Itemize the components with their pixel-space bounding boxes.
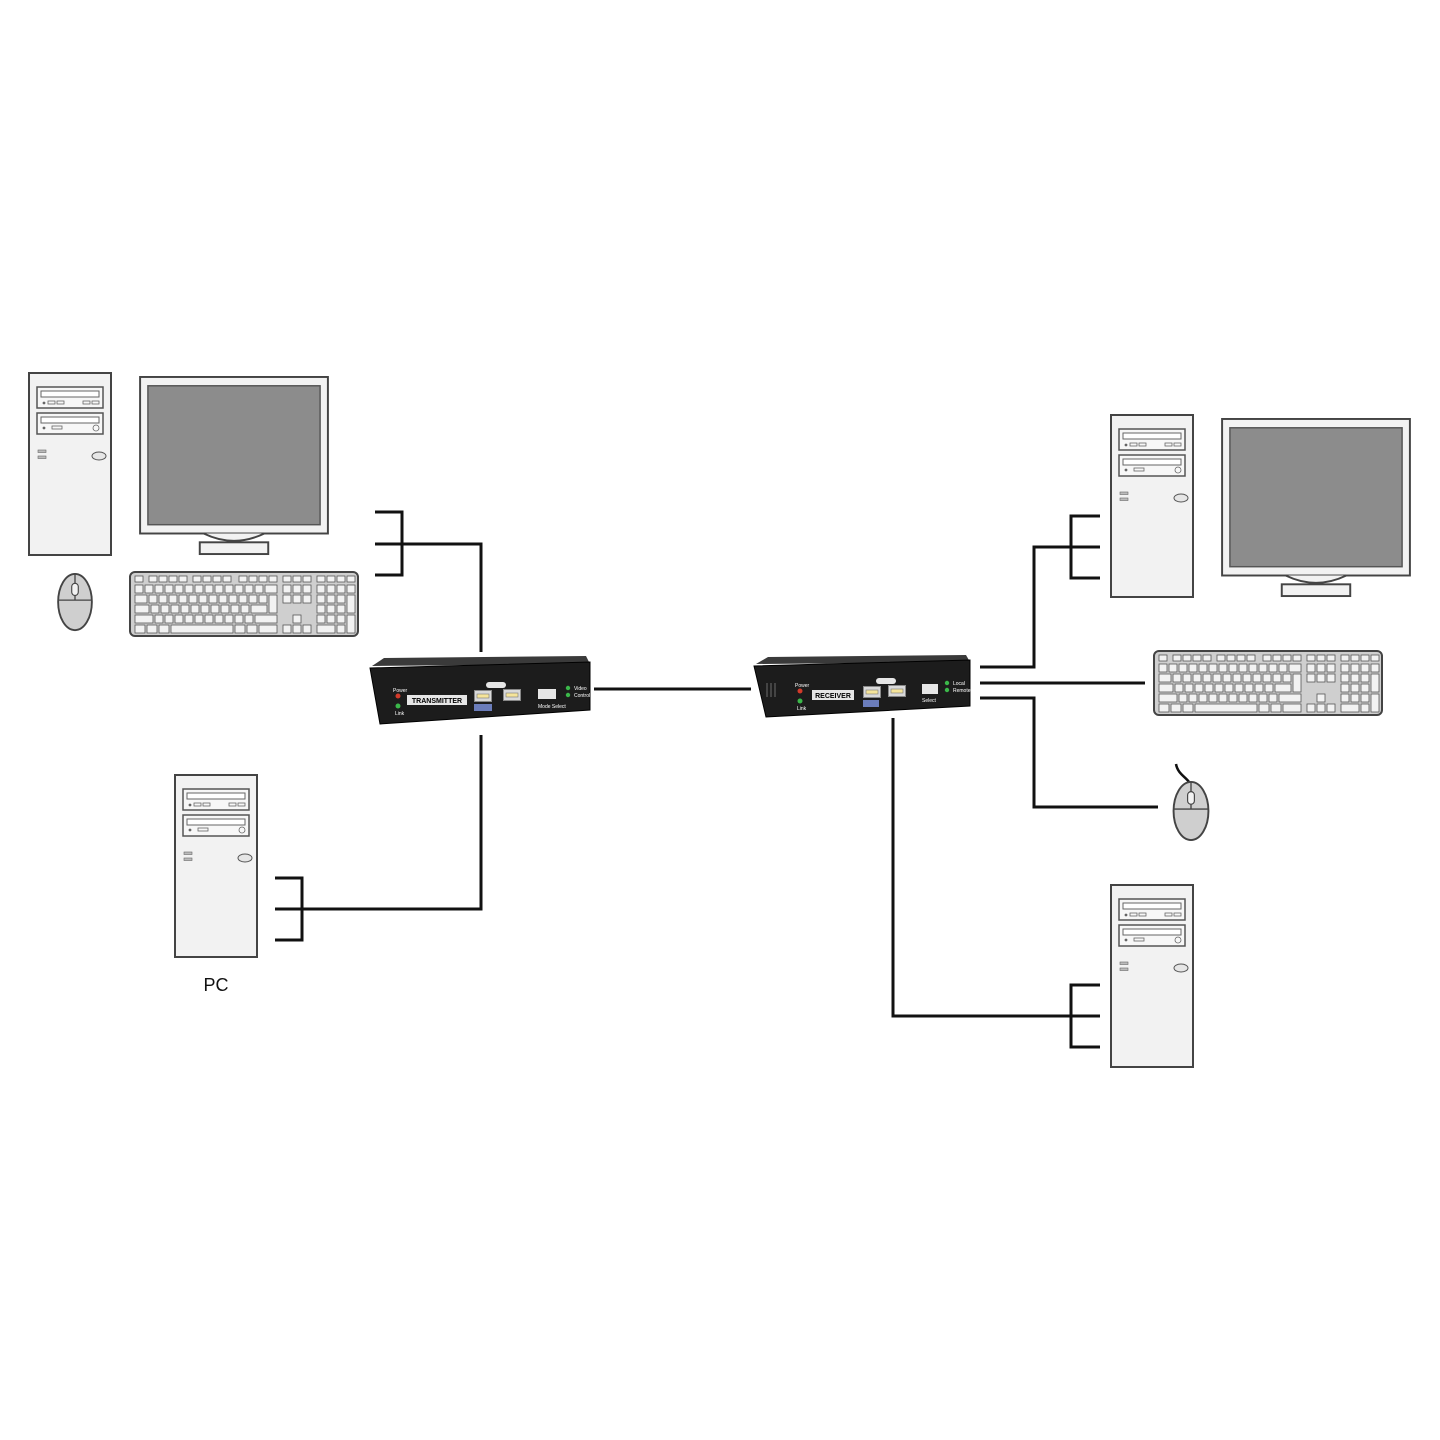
kvm-transmitter-icon: Power Link TRANSMITTER Mode Select Video… bbox=[369, 656, 591, 725]
led-link-label: Link bbox=[395, 711, 405, 717]
select-switch bbox=[922, 684, 938, 694]
led-local bbox=[944, 680, 950, 686]
pc-tower-icon bbox=[174, 774, 258, 958]
led-power-label: Power bbox=[795, 683, 810, 689]
mode-switch bbox=[538, 689, 556, 699]
led-control-label: Control bbox=[574, 693, 590, 699]
cable-rx-to-mouse bbox=[980, 696, 1158, 809]
led-link bbox=[395, 703, 401, 709]
led-local-label: Local bbox=[953, 681, 965, 687]
mouse-icon bbox=[57, 572, 93, 632]
cable-to-transmitter-top bbox=[402, 542, 483, 652]
select-label: Select bbox=[922, 698, 937, 704]
keyboard-icon bbox=[128, 571, 360, 637]
mode-select-label: Mode Select bbox=[538, 704, 566, 710]
cable-rx-to-lower-tower bbox=[891, 718, 1071, 1018]
name-plate bbox=[407, 695, 467, 705]
usb-port-icon bbox=[474, 690, 492, 702]
cable-lines bbox=[275, 510, 1158, 1049]
receiver-name: RECEIVER bbox=[815, 693, 851, 700]
monitor-icon bbox=[1221, 418, 1411, 598]
led-link-label: Link bbox=[797, 706, 807, 712]
transmitter-name: TRANSMITTER bbox=[412, 698, 462, 705]
led-remote-label: Remote bbox=[953, 688, 971, 694]
monitor-icon bbox=[139, 376, 329, 556]
usb-port-icon bbox=[888, 685, 906, 697]
led-power-label: Power bbox=[393, 688, 408, 694]
usb-port-icon bbox=[503, 689, 521, 701]
usb-port-icon bbox=[863, 686, 881, 698]
cable-rx-to-tower bbox=[980, 545, 1071, 669]
mouse-icon bbox=[1172, 780, 1210, 842]
pc-label: PC bbox=[203, 975, 228, 995]
pc-tower-icon bbox=[1110, 414, 1194, 598]
led-link bbox=[797, 698, 803, 704]
cable-pc-to-transmitter bbox=[302, 735, 483, 911]
name-plate bbox=[812, 690, 854, 700]
led-video-label: Video bbox=[574, 686, 587, 692]
led-control bbox=[565, 692, 571, 698]
keyboard-icon bbox=[1152, 650, 1384, 716]
kvm-receiver-icon: Power Link RECEIVER Select Local Remote bbox=[753, 655, 971, 718]
led-video bbox=[565, 685, 571, 691]
pc-tower-icon bbox=[1110, 884, 1194, 1068]
led-power bbox=[797, 688, 803, 694]
led-remote bbox=[944, 687, 950, 693]
led-power bbox=[395, 693, 401, 699]
pc-tower-icon bbox=[28, 372, 112, 556]
